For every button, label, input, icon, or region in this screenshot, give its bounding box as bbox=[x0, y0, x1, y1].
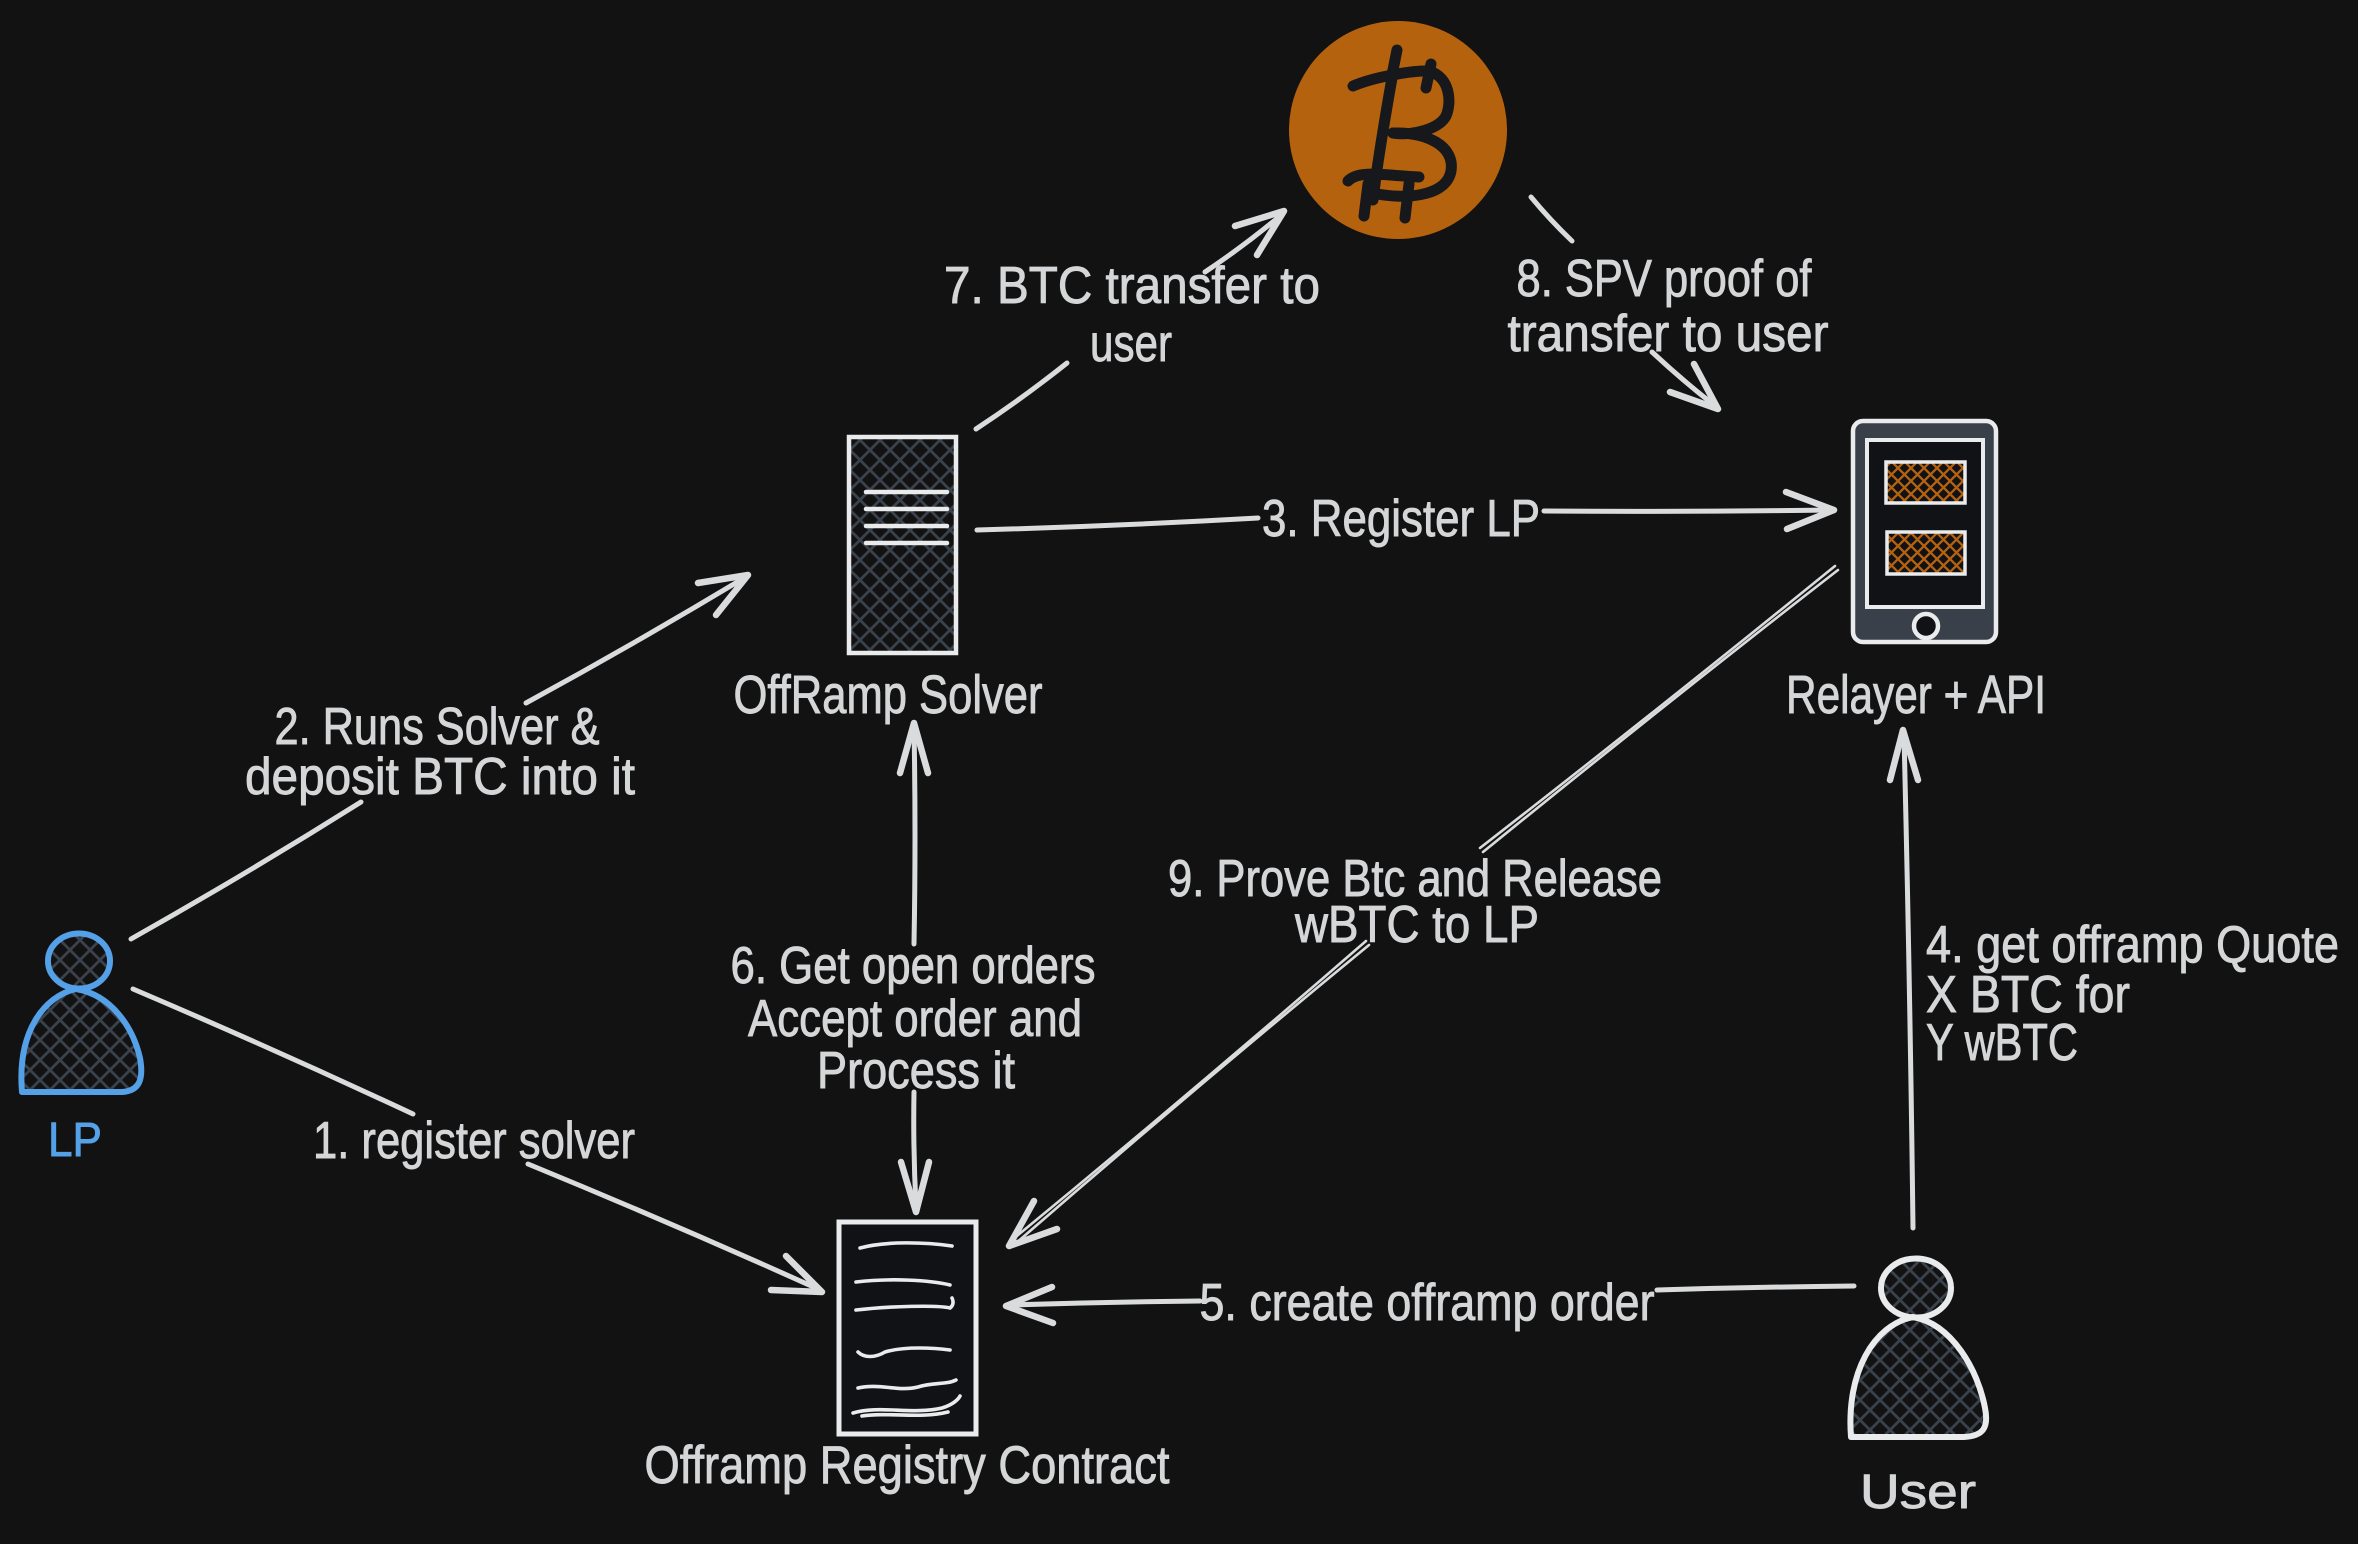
svg-text:Y wBTC: Y wBTC bbox=[1926, 1014, 2078, 1072]
svg-text:7. BTC transfer to: 7. BTC transfer to bbox=[944, 257, 1320, 315]
svg-text:Process it: Process it bbox=[817, 1042, 1015, 1100]
svg-text:wBTC to LP: wBTC to LP bbox=[1294, 896, 1539, 954]
svg-text:Offramp Registry Contract: Offramp Registry Contract bbox=[645, 1436, 1170, 1495]
svg-text:transfer to user: transfer to user bbox=[1508, 305, 1829, 363]
svg-text:2. Runs Solver &: 2. Runs Solver & bbox=[275, 698, 600, 756]
svg-text:X BTC for: X BTC for bbox=[1926, 966, 2130, 1024]
svg-text:9. Prove Btc and Release: 9. Prove Btc and Release bbox=[1168, 850, 1662, 908]
svg-text:8. SPV proof of: 8. SPV proof of bbox=[1517, 250, 1812, 308]
svg-text:user: user bbox=[1090, 315, 1172, 373]
svg-text:1. register solver: 1. register solver bbox=[313, 1112, 635, 1170]
svg-text:OffRamp Solver: OffRamp Solver bbox=[734, 665, 1043, 725]
svg-text:4. get offramp Quote: 4. get offramp Quote bbox=[1926, 916, 2339, 974]
svg-text:User: User bbox=[1860, 1466, 1976, 1519]
svg-text:5. create offramp order: 5. create offramp order bbox=[1200, 1274, 1655, 1332]
svg-text:Relayer + API: Relayer + API bbox=[1786, 665, 2046, 725]
svg-text:Accept order and: Accept order and bbox=[748, 990, 1082, 1048]
svg-text:3. Register LP: 3. Register LP bbox=[1262, 490, 1540, 548]
svg-text:LP: LP bbox=[48, 1114, 102, 1167]
svg-text:deposit BTC into it: deposit BTC into it bbox=[245, 748, 635, 806]
svg-text:6. Get open orders: 6. Get open orders bbox=[731, 937, 1096, 995]
